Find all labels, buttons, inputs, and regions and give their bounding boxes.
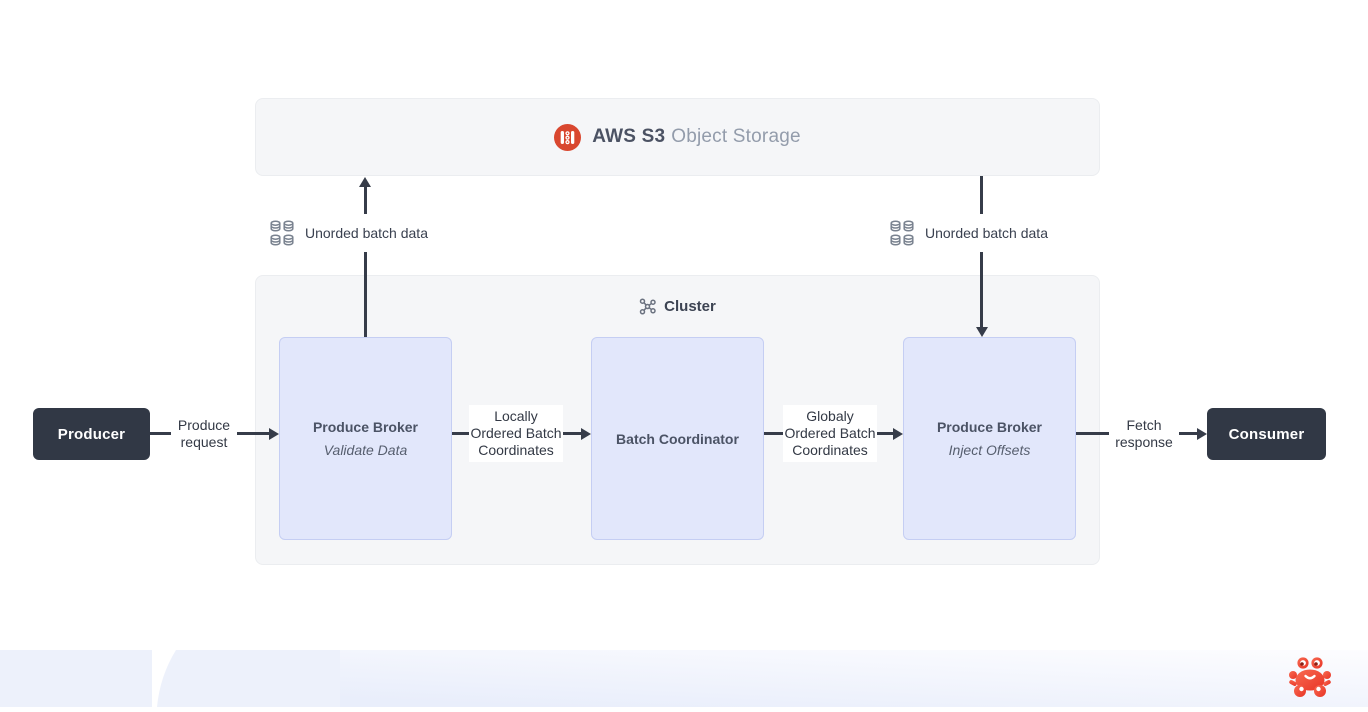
arrow-up-head <box>359 177 371 187</box>
node-batch-coordinator: Batch Coordinator <box>591 337 764 540</box>
node-subtitle: Inject Offsets <box>948 442 1031 458</box>
node-produce-broker-inject: Produce Broker Inject Offsets <box>903 337 1076 540</box>
arrow-down-line <box>980 176 983 328</box>
s3-title-bold: AWS S3 <box>592 126 666 147</box>
edge-locally-ordered-head <box>581 427 591 440</box>
consumer-label: Consumer <box>1228 425 1305 443</box>
node-title: Batch Coordinator <box>616 430 739 447</box>
edge-fetch-response-head <box>1197 427 1207 440</box>
cluster-topology-icon <box>639 298 656 315</box>
edge-produce-request-head <box>269 427 279 440</box>
crab-icon <box>1288 654 1332 703</box>
arrow-up-line <box>363 186 367 337</box>
edge-produce-request-label: Produce request <box>171 413 237 455</box>
node-subtitle: Validate Data <box>323 442 408 458</box>
edge-locally-ordered-label: Locally Ordered Batch Coordinates <box>469 405 563 462</box>
unordered-batch-text-right: Unorded batch data <box>925 225 1048 241</box>
s3-bucket-icon <box>554 123 582 151</box>
database-grid-icon <box>268 219 296 247</box>
cluster-label: Cluster <box>664 298 716 315</box>
node-consumer: Consumer <box>1207 408 1326 460</box>
unordered-batch-text-left: Unorded batch data <box>305 225 428 241</box>
arrow-down-head <box>975 327 988 337</box>
database-grid-icon <box>888 219 916 247</box>
node-title: Produce Broker <box>936 419 1043 435</box>
footer-decoration <box>0 650 1368 707</box>
node-title: Produce Broker <box>312 419 419 435</box>
unordered-batch-label-right: Unorded batch data <box>886 214 1050 252</box>
unordered-batch-label-left: Unorded batch data <box>266 214 430 252</box>
node-produce-broker-validate: Produce Broker Validate Data <box>279 337 452 540</box>
edge-fetch-response-label: Fetch response <box>1109 413 1179 455</box>
node-producer: Producer <box>33 408 150 460</box>
producer-label: Producer <box>57 425 126 443</box>
cluster-header: Cluster <box>256 298 1099 315</box>
edge-globally-ordered-head <box>893 427 903 440</box>
s3-title-rest: Object Storage <box>671 126 801 147</box>
edge-globally-ordered-label: Globaly Ordered Batch Coordinates <box>783 405 877 462</box>
